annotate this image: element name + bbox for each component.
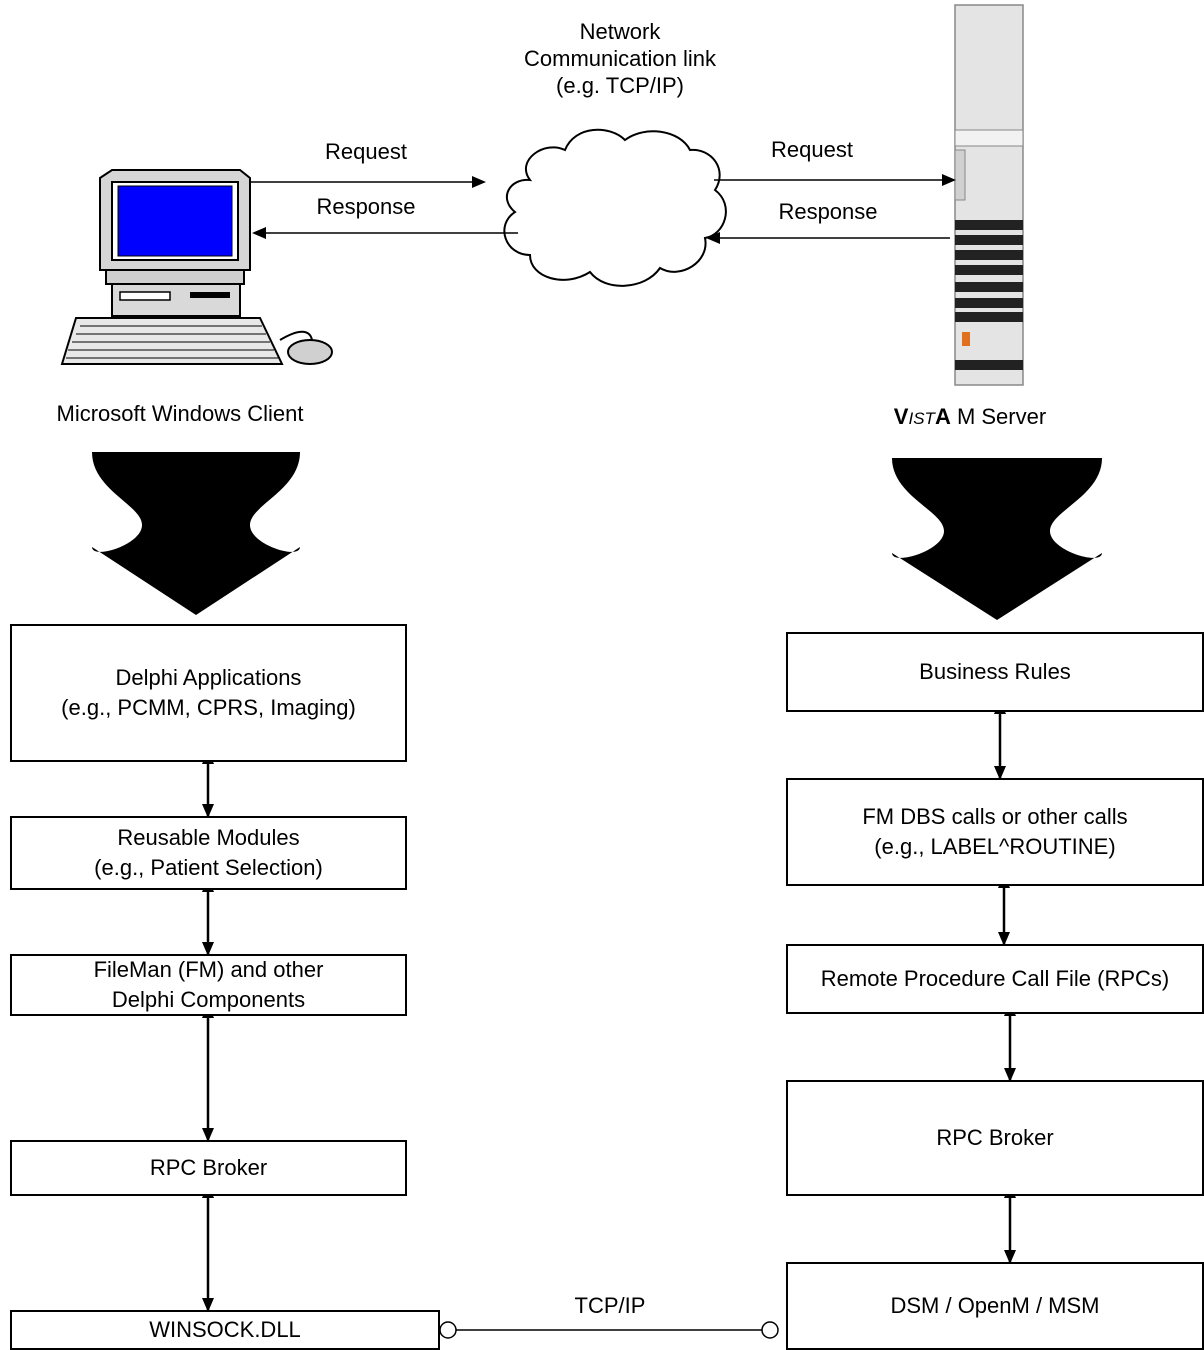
- server-layer-rpc-broker: RPC Broker: [786, 1080, 1204, 1196]
- server-title-ist: IST: [908, 409, 935, 428]
- server-layer-business-rules: Business Rules: [786, 632, 1204, 712]
- winsock-socket-icon: [439, 1321, 457, 1339]
- server-layer-fm-dbs-calls: FM DBS calls or other calls (e.g., LABEL…: [786, 778, 1204, 886]
- client-layer-rpc-broker: RPC Broker: [10, 1140, 407, 1196]
- response-label-right: Response: [778, 199, 878, 224]
- client-layer-reusable-modules: Reusable Modules (e.g., Patient Selectio…: [10, 816, 407, 890]
- network-cloud-icon: [503, 128, 727, 287]
- client-title: Microsoft Windows Client: [56, 401, 304, 426]
- server-stack-arrows: [994, 700, 1016, 1264]
- client-layer-fileman-components: FileMan (FM) and other Delphi Components: [10, 954, 407, 1016]
- request-label-left: Request: [325, 139, 407, 164]
- tcpip-label: TCP/IP: [574, 1293, 646, 1318]
- server-title: VISTA M Server: [860, 404, 1080, 430]
- request-label-right: Request: [771, 137, 853, 162]
- response-label-left: Response: [316, 194, 416, 219]
- server-title-v: V: [893, 404, 909, 429]
- server-layer-dsm-openm-msm: DSM / OpenM / MSM: [786, 1262, 1204, 1350]
- server-layer-rpc-file: Remote Procedure Call File (RPCs): [786, 944, 1204, 1014]
- desktop-computer-icon: [60, 169, 333, 365]
- client-layer-delphi-applications: Delphi Applications (e.g., PCMM, CPRS, I…: [10, 624, 407, 762]
- server-flow-arrow: [892, 458, 1102, 620]
- network-arrows: [250, 174, 956, 244]
- server-socket-icon: [761, 1321, 779, 1339]
- tcpip-link: [439, 1321, 779, 1339]
- client-layer-winsock-dll: WINSOCK.DLL: [10, 1310, 440, 1350]
- server-tower-icon: [954, 4, 1024, 386]
- network-link-label: Network Communication link (e.g. TCP/IP): [524, 19, 716, 98]
- client-flow-arrow: [92, 452, 300, 615]
- server-title-rest: M Server: [950, 404, 1047, 429]
- server-title-a: A: [934, 404, 951, 429]
